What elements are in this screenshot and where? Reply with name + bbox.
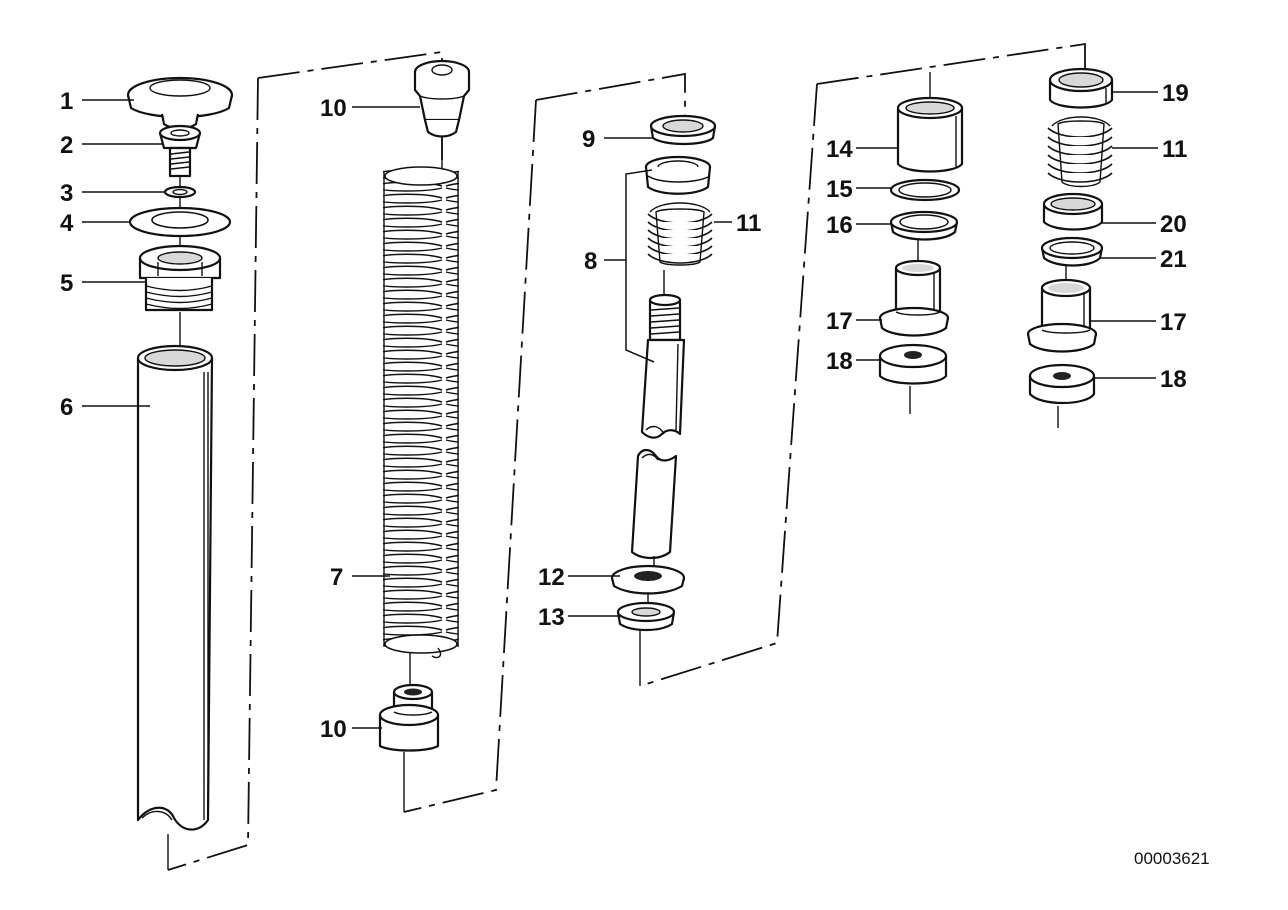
part-2-bolt <box>158 124 202 186</box>
part-8-spring-seat <box>644 155 712 195</box>
callout-labels: 1 2 3 4 5 6 10 7 10 9 8 11 12 13 14 15 1… <box>60 80 1189 743</box>
part-8-rod-lower <box>630 448 678 568</box>
part-19-cap-ring <box>1048 67 1114 109</box>
part-11-spring-right <box>1047 116 1113 188</box>
part-18-washer-right <box>1028 363 1096 428</box>
callout-16: 16 <box>826 212 853 239</box>
callout-19: 19 <box>1162 80 1189 107</box>
callout-7: 7 <box>330 564 343 591</box>
callout-1: 1 <box>60 88 73 115</box>
callout-6: 6 <box>60 394 73 421</box>
callout-18-left: 18 <box>826 348 853 375</box>
part-9-ring <box>649 114 717 146</box>
callout-12: 12 <box>538 564 565 591</box>
part-5-threaded-nut <box>138 244 222 345</box>
part-12-washer <box>610 564 686 604</box>
callout-17-right: 17 <box>1160 309 1187 336</box>
part-7-long-spring <box>383 166 459 684</box>
part-10-lower-bushing <box>378 683 440 812</box>
part-18-washer-left <box>878 343 948 414</box>
callout-21: 21 <box>1160 246 1187 273</box>
callout-5: 5 <box>60 270 73 297</box>
part-21-ring <box>1040 236 1104 284</box>
leader-lines <box>82 91 1158 729</box>
document-number: 00003621 <box>1134 849 1210 868</box>
callout-3: 3 <box>60 180 73 207</box>
part-15-ring <box>889 178 961 202</box>
part-11-spring-mid <box>647 202 713 300</box>
part-14-sleeve <box>896 72 964 173</box>
part-13-nut <box>616 601 676 686</box>
callout-10-bottom: 10 <box>320 716 347 743</box>
callout-2: 2 <box>60 132 73 159</box>
callout-4: 4 <box>60 210 74 237</box>
part-6-tube <box>136 344 214 870</box>
part-17-bushing-left <box>878 259 950 337</box>
callout-17-left: 17 <box>826 308 853 335</box>
callout-14: 14 <box>826 136 853 163</box>
callout-20: 20 <box>1160 211 1187 238</box>
part-8-piston-rod <box>640 293 686 439</box>
part-17-bushing-right <box>1026 278 1098 353</box>
callout-9: 9 <box>582 126 595 153</box>
callout-10-top: 10 <box>320 95 347 122</box>
part-16-ring <box>889 210 959 264</box>
part-4-flat-washer <box>128 206 232 248</box>
callout-13: 13 <box>538 604 565 631</box>
callout-8: 8 <box>584 248 597 275</box>
callout-11-right: 11 <box>1162 136 1187 163</box>
callout-18-right: 18 <box>1160 366 1187 393</box>
callout-11-mid: 11 <box>736 210 761 237</box>
callout-15: 15 <box>826 176 853 203</box>
part-20-sleeve-ring <box>1042 192 1104 231</box>
part-10-upper-bushing <box>413 59 471 168</box>
